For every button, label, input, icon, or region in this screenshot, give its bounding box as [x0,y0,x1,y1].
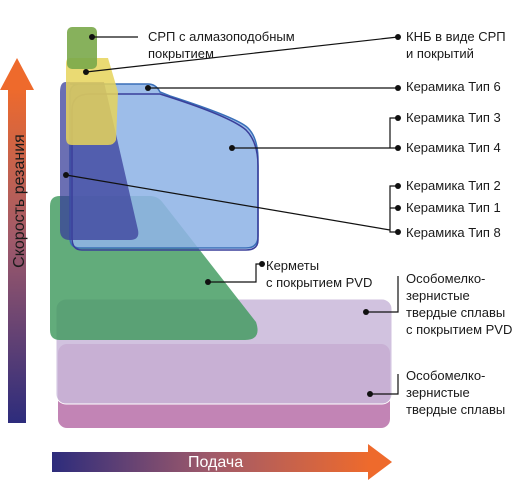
y-axis-arrow [0,58,34,423]
label-ceramic-3: Керамика Тип 3 [406,110,501,125]
label-fine-grain-pvd: Особомелко- зернистые твердые сплавы с п… [406,271,513,337]
leader-fine [370,374,399,395]
label-pcd: СРП с алмазоподобным покрытием [148,29,295,61]
y-axis-label: Скорость резания [11,134,28,268]
leader-cbn [85,36,399,73]
region-cbn [66,58,118,145]
label-cbn: КНБ в виде СРП и покрытий [406,29,506,61]
leader-fine-pvd [366,276,399,313]
label-ceramic-2: Керамика Тип 2 [406,178,501,193]
label-fine-grain: Особомелко- зернистые твердые сплавы [406,368,506,417]
label-ceramic-6: Керамика Тип 6 [406,79,501,94]
leader-ceramic-3-4 [232,117,398,149]
x-axis-label: Подача [188,454,244,471]
label-ceramic-8: Керамика Тип 8 [406,225,501,240]
x-axis-arrow [52,444,392,480]
label-ceramic-4: Керамика Тип 4 [406,140,501,155]
label-ceramic-1: Керамика Тип 1 [406,200,501,215]
label-cermet: Керметы с покрытием PVD [266,258,373,290]
region-pcd [67,27,97,69]
leader-ceramic-1-2-8 [65,174,398,233]
